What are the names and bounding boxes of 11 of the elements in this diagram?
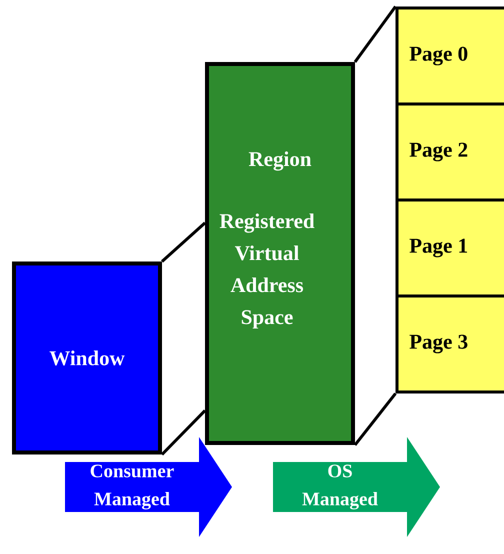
window-box: Window — [12, 262, 162, 454]
connector-line — [161, 222, 206, 263]
region-box: Region Registered Virtual Address Space — [205, 62, 355, 445]
connector-line — [354, 392, 397, 446]
node-label: Consumer Managed — [90, 464, 174, 510]
connector-line — [354, 6, 397, 63]
connector-line — [160, 409, 206, 456]
page-box: Page 2 — [396, 102, 504, 202]
page-box: Page 0 — [396, 6, 504, 106]
page-box: Page 1 — [396, 198, 504, 298]
page-box: Page 3 — [396, 294, 504, 394]
